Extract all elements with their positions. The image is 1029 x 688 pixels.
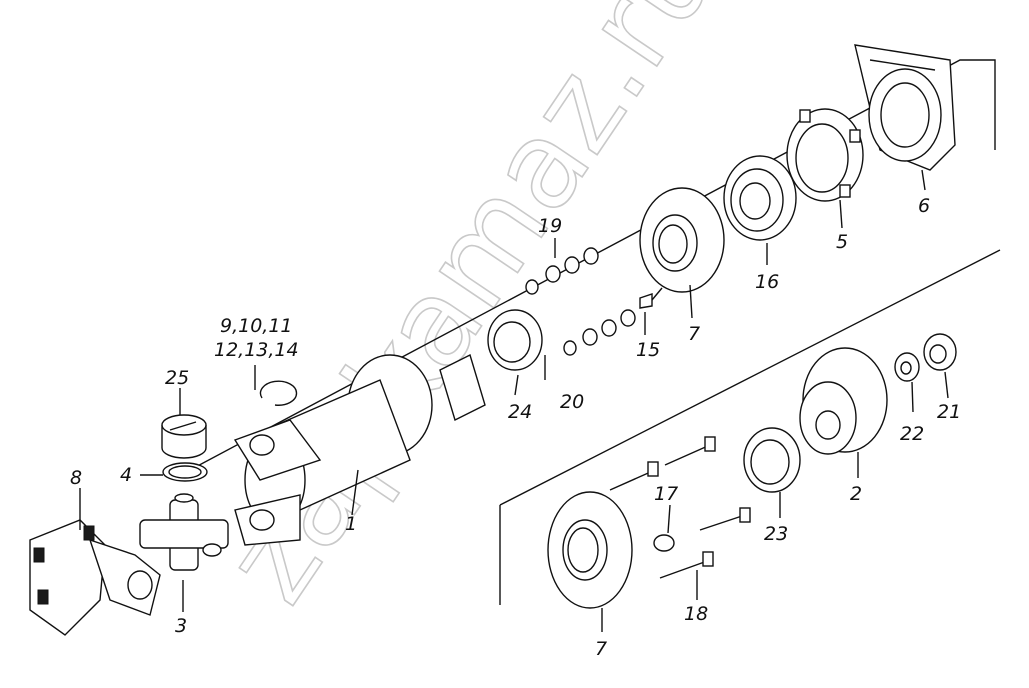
- part-19-washers: [525, 247, 599, 295]
- part-7-lower-cover: [547, 491, 633, 609]
- callout-12-13-14: 12,13,14: [214, 339, 299, 361]
- callout-1: 1: [345, 513, 357, 535]
- callout-6: 6: [918, 195, 930, 217]
- part-6-housing: [854, 44, 956, 171]
- part-16-bearing: [723, 155, 797, 241]
- part-21-nut: [923, 333, 957, 371]
- callout-15: 15: [636, 339, 660, 361]
- callout-19: 19: [538, 215, 562, 237]
- part-23-seal: [743, 427, 801, 493]
- part-22-washer: [894, 352, 920, 382]
- callout-3: 3: [175, 615, 187, 637]
- callout-8: 8: [70, 467, 82, 489]
- callout-23: 23: [764, 523, 788, 545]
- leader-lines: [79, 169, 949, 632]
- callout-5: 5: [836, 231, 848, 253]
- callout-2: 2: [850, 483, 862, 505]
- callout-25: 25: [165, 367, 189, 389]
- part-3-cross: [139, 493, 229, 571]
- callout-21: 21: [937, 401, 961, 423]
- part-25-cap: [161, 414, 207, 459]
- callout-7-upper: 7: [688, 323, 700, 345]
- callout-9-10-11: 9,10,11: [220, 315, 293, 337]
- part-18-bolts: [609, 436, 751, 579]
- callout-4: 4: [120, 464, 132, 486]
- part-17-plug: [653, 534, 675, 552]
- part-8-flange-yoke: [29, 519, 161, 636]
- lower-panel-outline: [499, 249, 1001, 506]
- part-20-washers: [563, 309, 636, 356]
- part-7-upper-cover: [639, 187, 725, 293]
- part-1-shaft: [233, 354, 486, 546]
- part-5-slotted-nut: [786, 108, 864, 202]
- callout-16: 16: [755, 271, 779, 293]
- part-9-14-snap-ring: [259, 380, 298, 406]
- callout-18: 18: [684, 603, 708, 625]
- part-24-seal: [487, 309, 543, 371]
- callout-20: 20: [560, 391, 584, 413]
- part-4-ring: [162, 462, 208, 482]
- part-2-flange: [799, 347, 888, 455]
- part-15-grease-fitting: [639, 287, 663, 309]
- callout-22: 22: [900, 423, 924, 445]
- callout-17: 17: [654, 483, 678, 505]
- callout-24: 24: [508, 401, 532, 423]
- callout-7-lower: 7: [595, 638, 607, 660]
